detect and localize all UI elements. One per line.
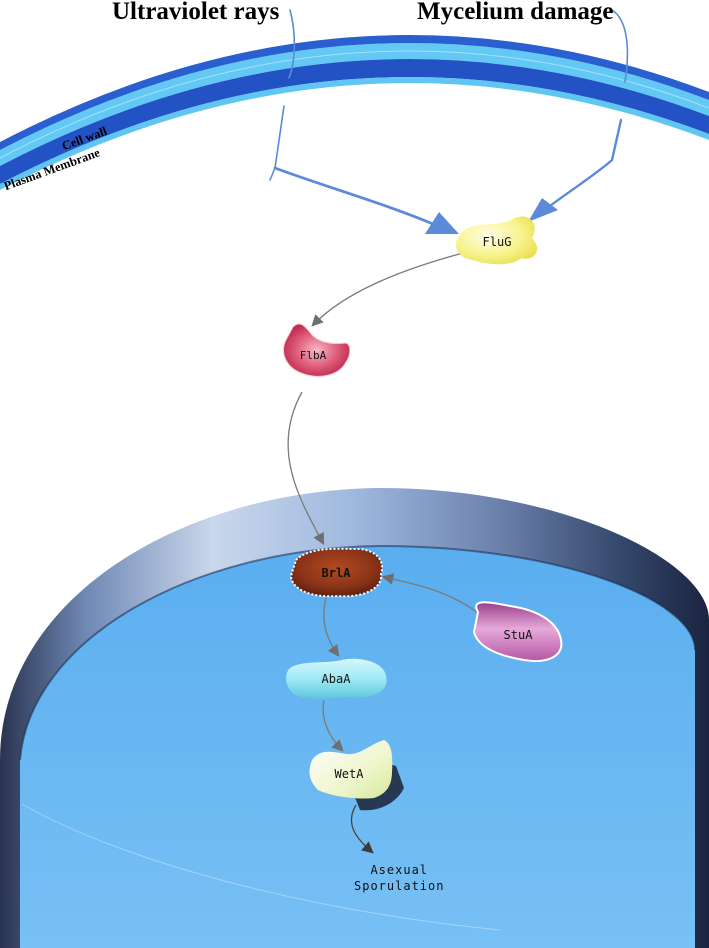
arrow-abaa-to-weta bbox=[322, 699, 344, 752]
flug-label: FluG bbox=[483, 235, 512, 249]
flba-label: FlbA bbox=[300, 349, 327, 362]
stua-label: StuA bbox=[504, 628, 534, 642]
cell-membrane-band bbox=[0, 35, 709, 190]
protein-weta: WetA bbox=[309, 740, 404, 811]
arrow-flba-to-bria bbox=[287, 391, 325, 546]
bria-label: BrlA bbox=[322, 566, 352, 580]
arrow-stua-to-bria bbox=[381, 573, 479, 614]
arrow-flug-to-flba bbox=[311, 252, 464, 327]
protein-bria: BrlA bbox=[289, 547, 383, 598]
asexual-label-line2: Sporulation bbox=[354, 879, 445, 893]
ultraviolet-rays-label: Ultraviolet rays bbox=[112, 0, 280, 25]
weta-label: WetA bbox=[335, 767, 365, 781]
arrow-bria-to-abaa bbox=[323, 597, 340, 657]
arrow-weta-to-sporulation bbox=[350, 804, 374, 854]
abaa-label: AbaA bbox=[322, 672, 352, 686]
mycelium-damage-label: Mycelium damage bbox=[417, 0, 614, 25]
uv-arrowhead bbox=[425, 212, 459, 234]
signal-arrows bbox=[287, 252, 479, 752]
protein-stua: StuA bbox=[472, 601, 563, 662]
protein-flug: FluG bbox=[456, 216, 538, 265]
asexual-label-line1: Asexual bbox=[370, 863, 429, 877]
asexual-sporulation-label: Asexual Sporulation bbox=[354, 862, 444, 894]
mycelium-arrowhead bbox=[528, 198, 558, 222]
protein-flba: FlbA bbox=[283, 323, 351, 377]
protein-abaa: AbaA bbox=[285, 658, 387, 699]
